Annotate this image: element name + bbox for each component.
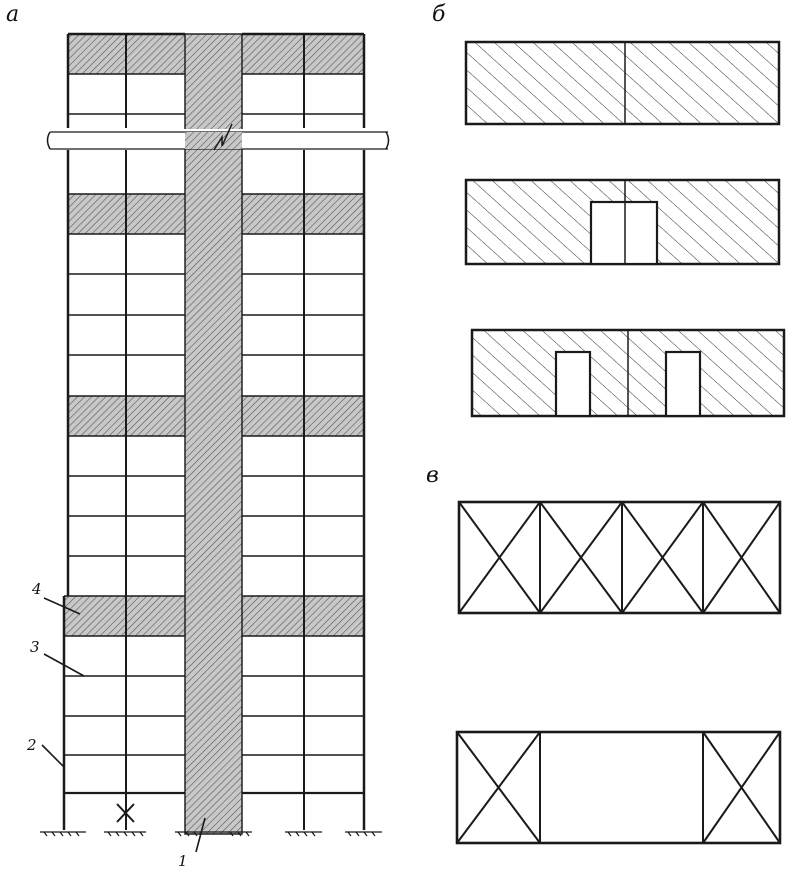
wall-solid xyxy=(464,40,781,126)
height-break-marker xyxy=(44,123,390,151)
panel-b-letter: б xyxy=(432,2,446,27)
panel-v-letter: в xyxy=(426,463,439,488)
callout-3-beam: 3 xyxy=(30,638,40,656)
truss-full-cross-bracing xyxy=(457,500,782,615)
callout-1-core: 1 xyxy=(178,852,188,870)
callout-2-column: 2 xyxy=(26,736,37,754)
wall-opening xyxy=(589,200,659,266)
callout-4-belt: 4 xyxy=(31,580,42,598)
panel-a-building-elevation xyxy=(40,32,390,853)
wall-opening-left xyxy=(554,350,592,418)
wall-opening-right xyxy=(664,350,702,418)
frame-columns xyxy=(62,34,366,830)
floor-beams xyxy=(64,32,364,795)
callout-leaders xyxy=(41,597,206,853)
truss-end-bays-bracing xyxy=(455,730,782,845)
panel-a-letter: а xyxy=(6,2,19,27)
foundation-supports xyxy=(40,831,382,837)
panel-v-bracing-types xyxy=(455,500,782,845)
wall-two-openings xyxy=(470,328,786,418)
panel-b-wall-types xyxy=(464,40,786,418)
central-core xyxy=(184,33,243,835)
wall-single-opening xyxy=(464,178,781,266)
column-hinge-mark xyxy=(116,803,135,823)
